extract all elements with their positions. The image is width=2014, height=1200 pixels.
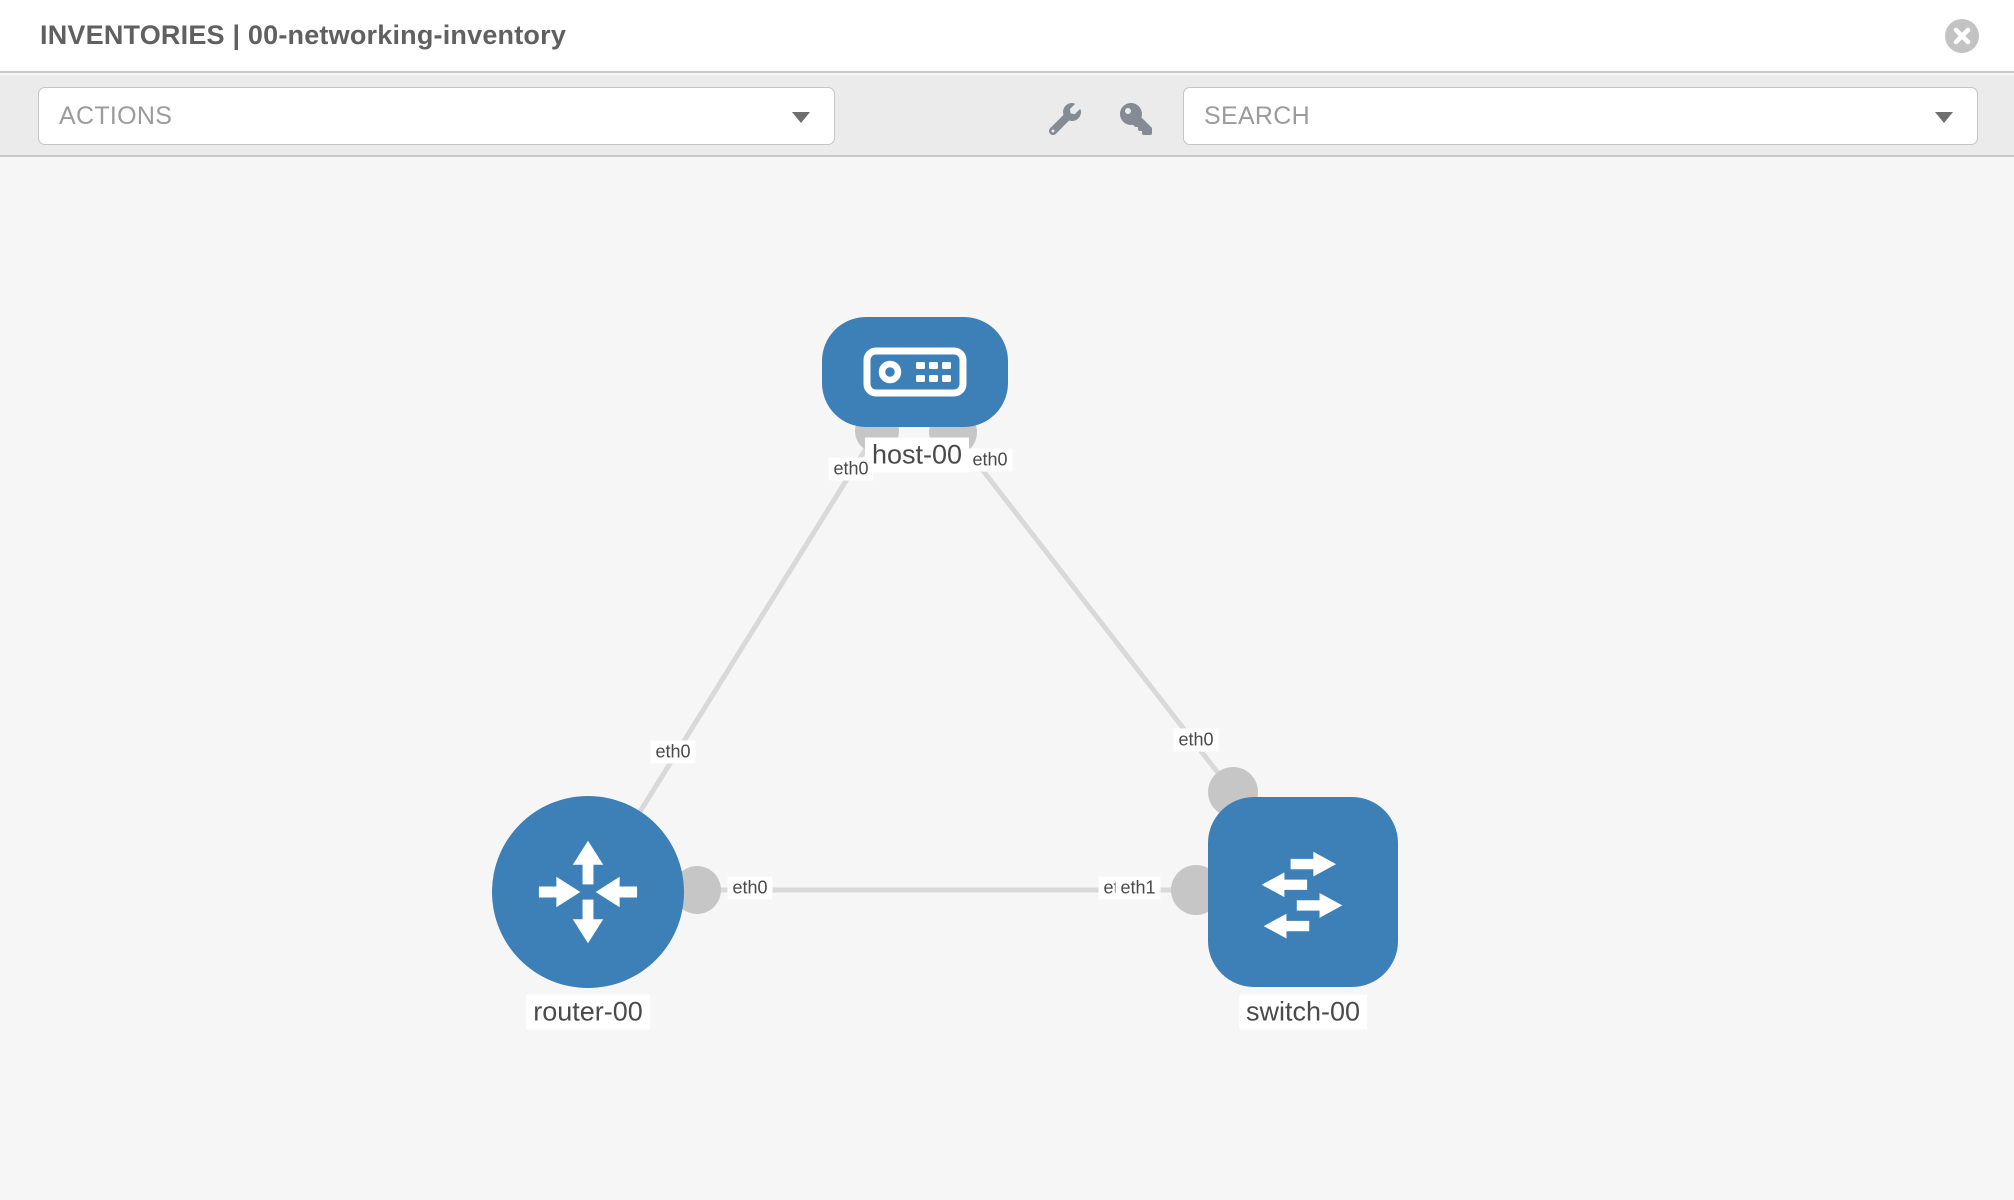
- search-dropdown[interactable]: SEARCH: [1183, 87, 1978, 145]
- node-label-switch-00: switch-00: [1238, 994, 1368, 1030]
- chevron-down-icon: [792, 112, 810, 123]
- switch-icon: [1261, 851, 1343, 939]
- toolbar: ACTIONS SEARCH: [0, 75, 2014, 157]
- actions-dropdown-label: ACTIONS: [59, 101, 173, 130]
- iface-label-host-switch-switch-end: eth0: [1173, 728, 1219, 752]
- close-button[interactable]: [1945, 19, 1979, 53]
- endpoint-router-right[interactable]: [673, 866, 721, 914]
- topology-links-layer: [587, 408, 1303, 915]
- panel-header: INVENTORIES | 00-networking-inventory: [0, 0, 2014, 73]
- node-switch-00[interactable]: [1208, 797, 1398, 987]
- iface-label-host-router-router-end: eth0: [650, 740, 696, 764]
- close-icon: [1953, 27, 1971, 45]
- topology-canvas[interactable]: host-00 router-00 switch-00 eth0 eth0 et…: [0, 159, 2014, 1200]
- node-label-router-00: router-00: [526, 994, 650, 1030]
- node-host-00[interactable]: [822, 317, 1008, 427]
- iface-label-router-switch-router-end: eth0: [727, 876, 773, 900]
- actions-dropdown[interactable]: ACTIONS: [38, 87, 835, 145]
- host-icon: [863, 347, 967, 397]
- router-icon: [538, 840, 638, 944]
- node-router-00[interactable]: [492, 796, 684, 988]
- link-host-switch[interactable]: [951, 430, 1262, 829]
- node-label-host-00: host-00: [864, 437, 970, 473]
- key-icon: [1120, 103, 1152, 135]
- credentials-key-button[interactable]: [1116, 99, 1156, 139]
- iface-label-router-switch-switch-end: eth1: [1115, 876, 1161, 900]
- search-placeholder: SEARCH: [1204, 101, 1310, 130]
- key-management-wrench-button[interactable]: [1045, 99, 1085, 139]
- wrench-icon: [1049, 103, 1081, 135]
- iface-label-host-router-host-end: eth0: [828, 457, 874, 481]
- page-title: INVENTORIES | 00-networking-inventory: [40, 20, 567, 50]
- iface-label-host-switch-host-end: eth0: [967, 448, 1013, 472]
- chevron-down-icon: [1935, 112, 1953, 123]
